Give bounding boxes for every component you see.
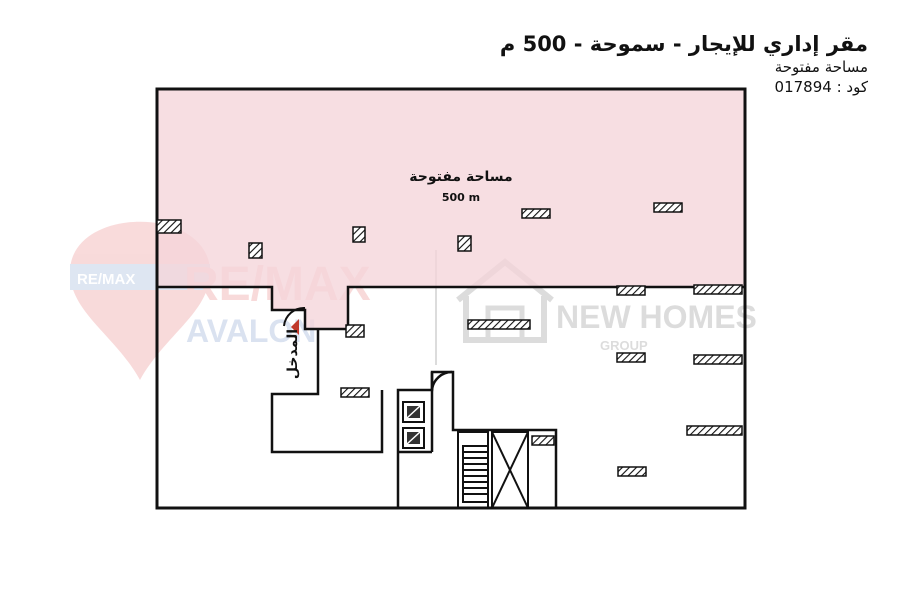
open-area-size: 500 m — [442, 191, 480, 204]
core-wall — [396, 370, 558, 508]
column — [457, 235, 472, 252]
newhomes-sub-text: GROUP — [600, 338, 648, 353]
column — [616, 285, 646, 296]
column — [521, 208, 551, 219]
column — [352, 226, 366, 243]
staircase — [457, 431, 529, 509]
column — [616, 352, 646, 363]
column — [156, 219, 182, 234]
column-group — [156, 202, 743, 477]
remax-small-text: RE/MAX — [77, 271, 135, 288]
listing-title: مقر إداري للإيجار - سموحة - 500 م — [499, 32, 868, 56]
remax-sub-text: AVALON — [186, 313, 316, 349]
column — [653, 202, 683, 213]
column — [617, 466, 647, 477]
elevator-2 — [402, 427, 425, 449]
entrance-marker: المدخل — [283, 306, 306, 379]
column — [248, 242, 263, 259]
entrance-arrow-icon — [291, 319, 299, 335]
outer-wall — [155, 87, 747, 510]
column — [467, 319, 531, 330]
entrance-door-arc — [283, 306, 306, 327]
open-area-label: مساحة مفتوحة — [409, 169, 512, 185]
partition-wall — [157, 285, 745, 331]
plan-header: مقر إداري للإيجار - سموحة - 500 م مساحة … — [500, 30, 868, 97]
column — [531, 435, 555, 446]
entrance-label: المدخل — [285, 329, 301, 379]
code-label: كود : — [836, 78, 868, 96]
column — [345, 324, 365, 338]
column — [693, 284, 743, 295]
newhomes-text: NEW HOMES — [556, 299, 757, 335]
column — [693, 354, 743, 365]
code-value: 017894 — [774, 78, 832, 96]
open-area-zone — [157, 89, 745, 329]
column — [340, 387, 370, 398]
listing-subtitle: مساحة مفتوحة — [774, 58, 868, 76]
listing-code: كود : 017894 — [500, 77, 868, 97]
entrance-wall — [270, 329, 384, 454]
elevator-1 — [402, 401, 425, 423]
column — [686, 425, 743, 436]
inner-walls — [157, 285, 745, 508]
core-door-arc — [430, 370, 453, 391]
